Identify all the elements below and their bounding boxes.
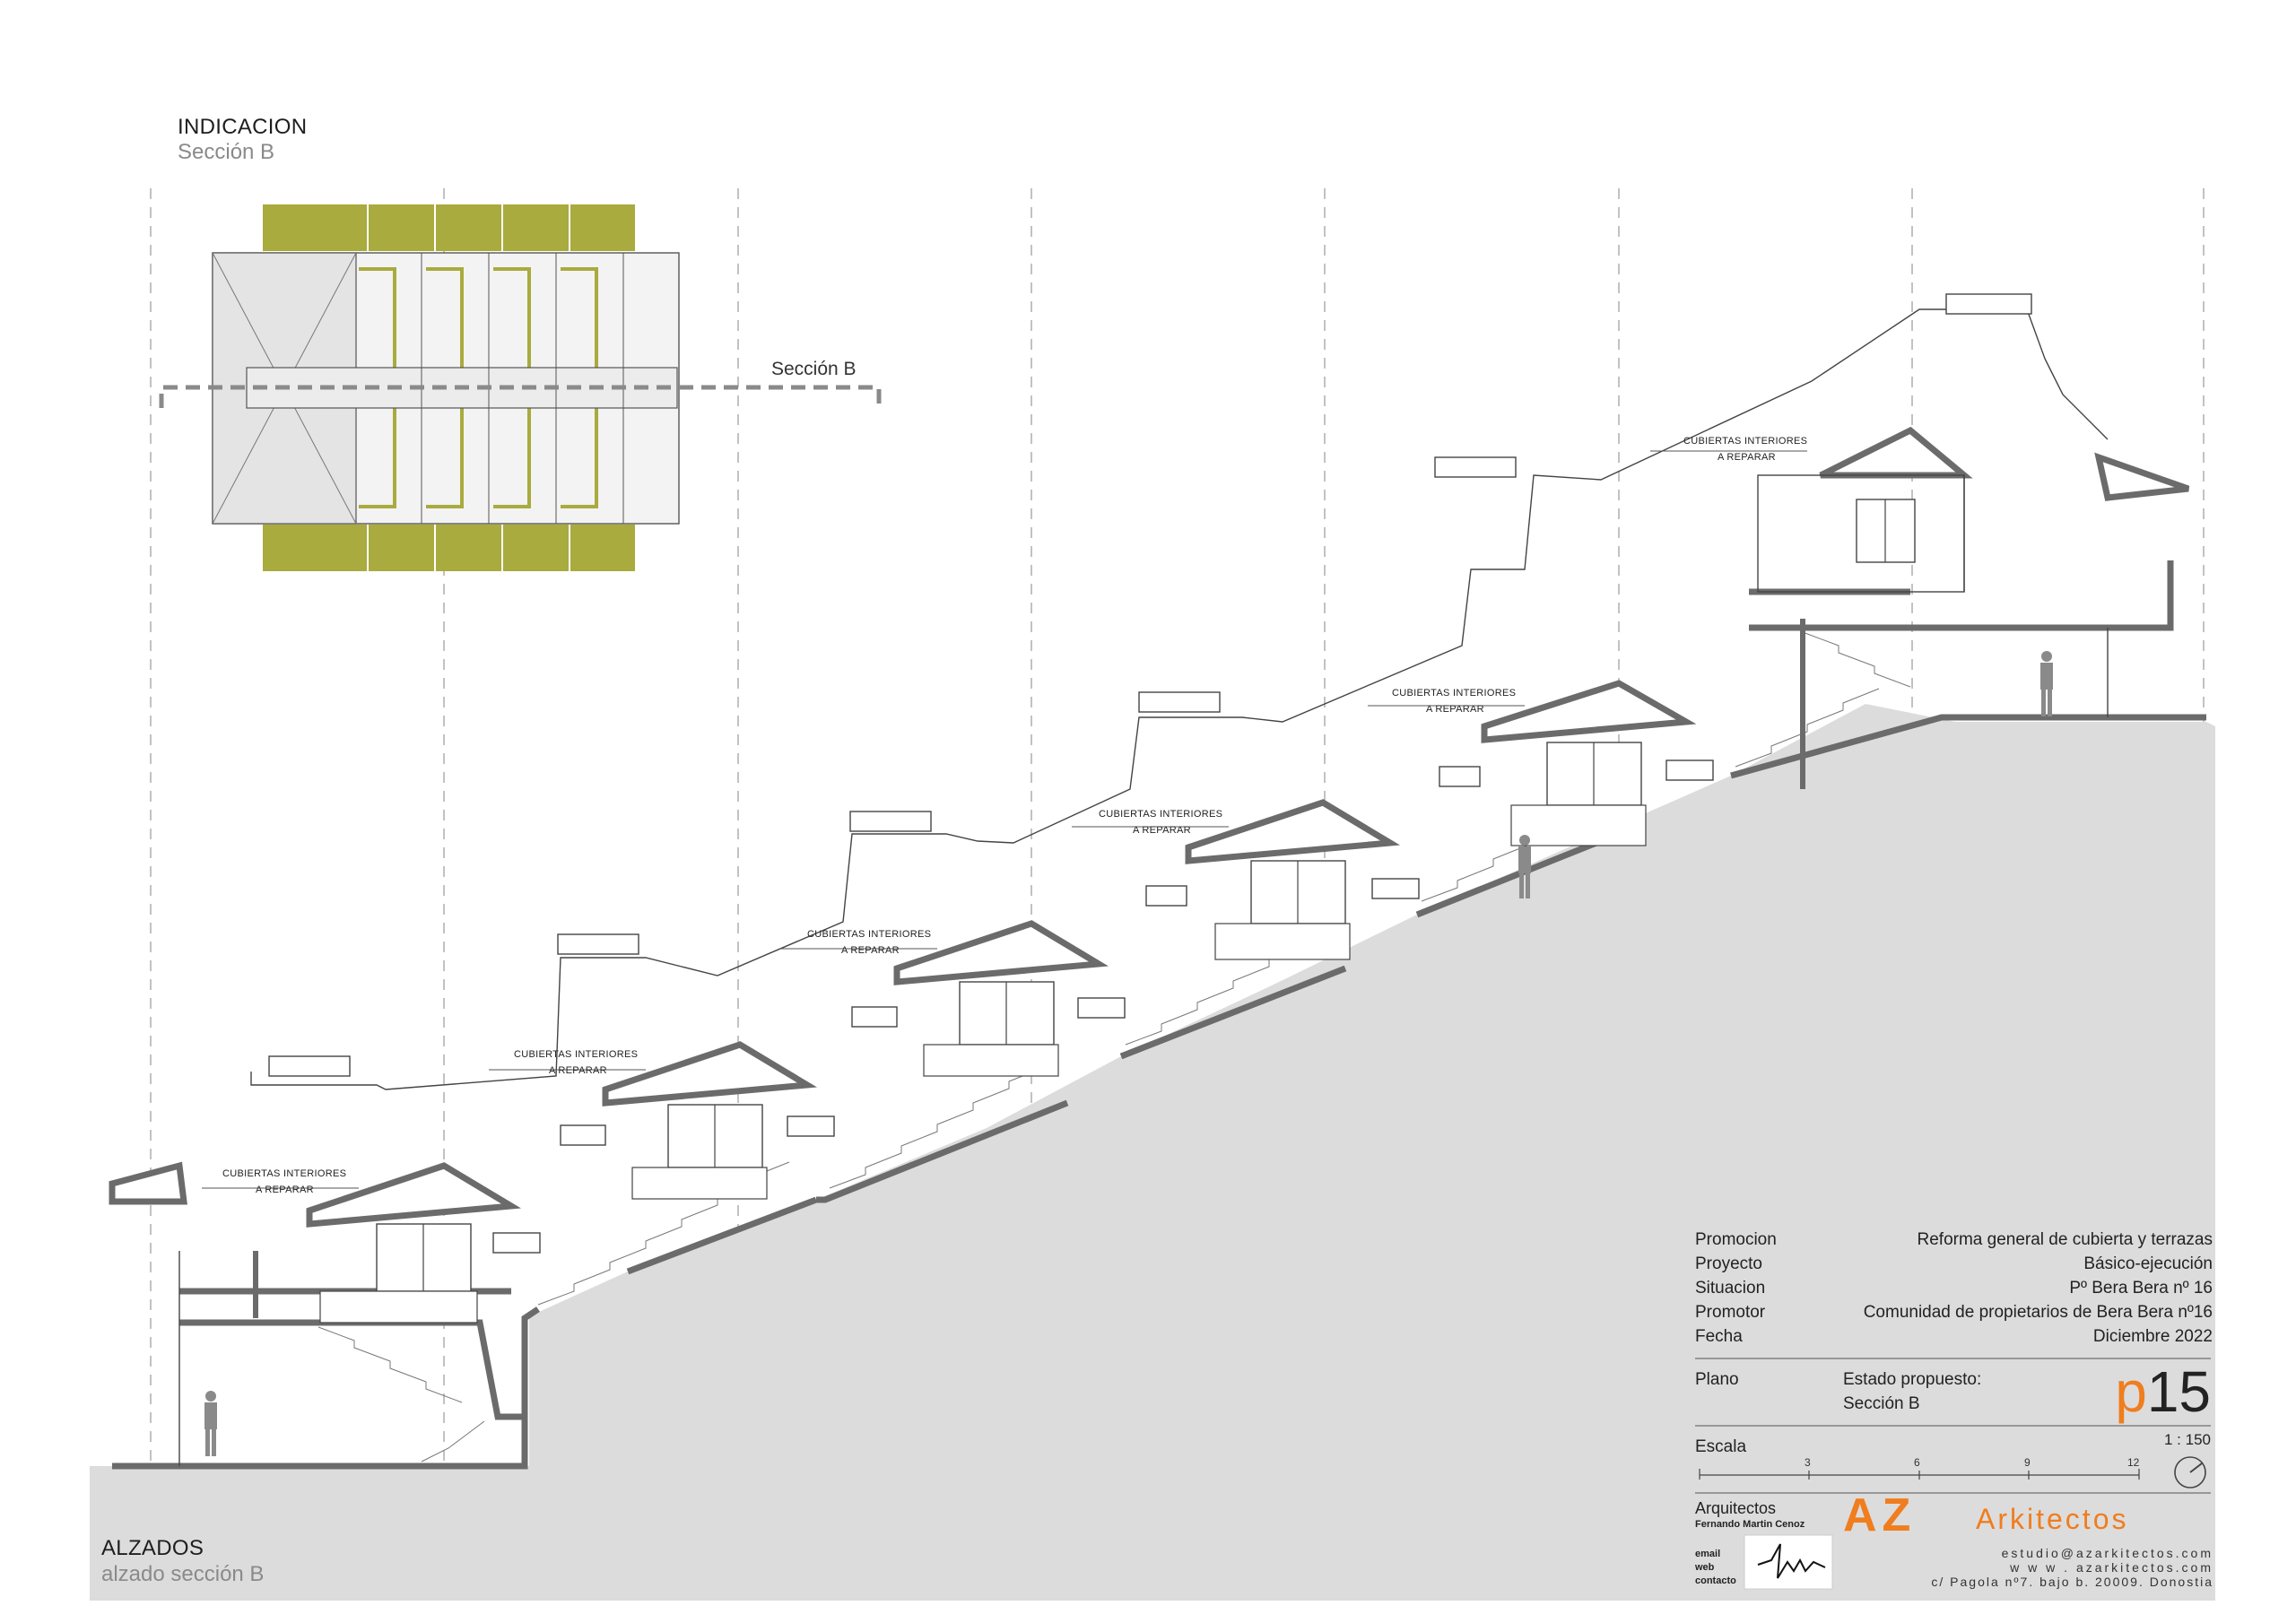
- tb-label-promocion: Promocion: [1695, 1230, 1777, 1249]
- parapets: [268, 293, 2032, 1077]
- human-figures: [204, 651, 2053, 1456]
- tb-label-proyecto: Proyecto: [1695, 1254, 1762, 1273]
- scale-tick-9: 9: [2024, 1456, 2031, 1469]
- logo-az: AZ: [1843, 1489, 1917, 1541]
- scale-value: 1 : 150: [2164, 1431, 2211, 1448]
- sheet-number: p15: [2115, 1363, 2211, 1420]
- contact-label-web: web: [1695, 1562, 1715, 1573]
- indicacion-title: INDICACION: [178, 115, 308, 139]
- tb-label-escala: Escala: [1695, 1437, 1747, 1456]
- tb-label-promotor: Promotor: [1695, 1303, 1766, 1322]
- roof-note-6-b: A REPARAR: [1718, 452, 1776, 463]
- architect-name: Fernando Martin Cenoz: [1695, 1519, 1805, 1530]
- studio-email: estudio@azarkitectos.com: [2001, 1546, 2213, 1560]
- tb-label-arquitectos: Arquitectos: [1695, 1499, 1777, 1517]
- note-leaders: [202, 450, 1807, 1189]
- section-cut-label: Sección B: [771, 359, 857, 379]
- alzados-subtitle: alzado sección B: [101, 1562, 265, 1586]
- roof-note-4-b: A REPARAR: [1133, 825, 1191, 836]
- roof-note-3-b: A REPARAR: [841, 945, 900, 956]
- roof-note-2-b: A REPARAR: [549, 1065, 607, 1076]
- roof-note-1: CUBIERTAS INTERIORES: [222, 1168, 347, 1179]
- contact-label-contacto: contacto: [1695, 1575, 1736, 1586]
- signature: [1757, 1543, 1826, 1579]
- tb-value-promotor: Comunidad de propietarios de Bera Bera n…: [1863, 1303, 2213, 1322]
- indicacion-subtitle: Sección B: [178, 140, 275, 164]
- tb-label-fecha: Fecha: [1695, 1327, 1743, 1346]
- roof-note-5-b: A REPARAR: [1426, 704, 1484, 715]
- tb-value-fecha: Diciembre 2022: [2092, 1327, 2213, 1346]
- logo-word: Arkitectos: [1976, 1503, 2128, 1536]
- title-block-rules: [1695, 1358, 2211, 1494]
- house-units: [109, 426, 2190, 1466]
- roof-note-5: CUBIERTAS INTERIORES: [1392, 688, 1517, 699]
- roof-note-6: CUBIERTAS INTERIORES: [1683, 436, 1808, 447]
- contact-label-email: email: [1695, 1549, 1721, 1559]
- tb-value-proyecto: Básico-ejecución: [2083, 1254, 2213, 1273]
- ground-terrain: [90, 704, 2215, 1601]
- tb-label-situacion: Situacion: [1695, 1279, 1766, 1298]
- tb-label-plano: Plano: [1695, 1370, 1739, 1389]
- scale-tick-12: 12: [2127, 1456, 2140, 1469]
- tb-plano-line2: Sección B: [1843, 1394, 1920, 1413]
- roof-note-1-b: A REPARAR: [256, 1185, 314, 1195]
- tb-plano-line1: Estado propuesto:: [1843, 1370, 1982, 1389]
- studio-address: c/ Pagola nº7. bajo b. 20009. Donostia: [1931, 1575, 2213, 1589]
- scale-tick-3: 3: [1805, 1456, 1811, 1469]
- roof-note-2: CUBIERTAS INTERIORES: [514, 1049, 639, 1060]
- studio-web: w w w . azarkitectos.com: [2010, 1560, 2213, 1575]
- roof-note-4: CUBIERTAS INTERIORES: [1099, 809, 1223, 820]
- logo-word-text: Arkitectos: [1976, 1503, 2129, 1535]
- scale-tick-6: 6: [1914, 1456, 1920, 1469]
- tb-value-situacion: Pº Bera Bera nº 16: [2069, 1279, 2213, 1298]
- sheet-prefix: p: [2115, 1359, 2147, 1424]
- roof-note-3: CUBIERTAS INTERIORES: [807, 929, 932, 940]
- north-arrow-icon: [2174, 1456, 2206, 1488]
- elevation-outline: [250, 308, 2109, 1090]
- alzados-title: ALZADOS: [101, 1536, 204, 1560]
- sheet-number-digits: 15: [2146, 1359, 2211, 1424]
- scale-bar: [1699, 1469, 2140, 1480]
- tb-value-promocion: Reforma general de cubierta y terrazas: [1917, 1230, 2213, 1249]
- site-plan: [159, 204, 882, 571]
